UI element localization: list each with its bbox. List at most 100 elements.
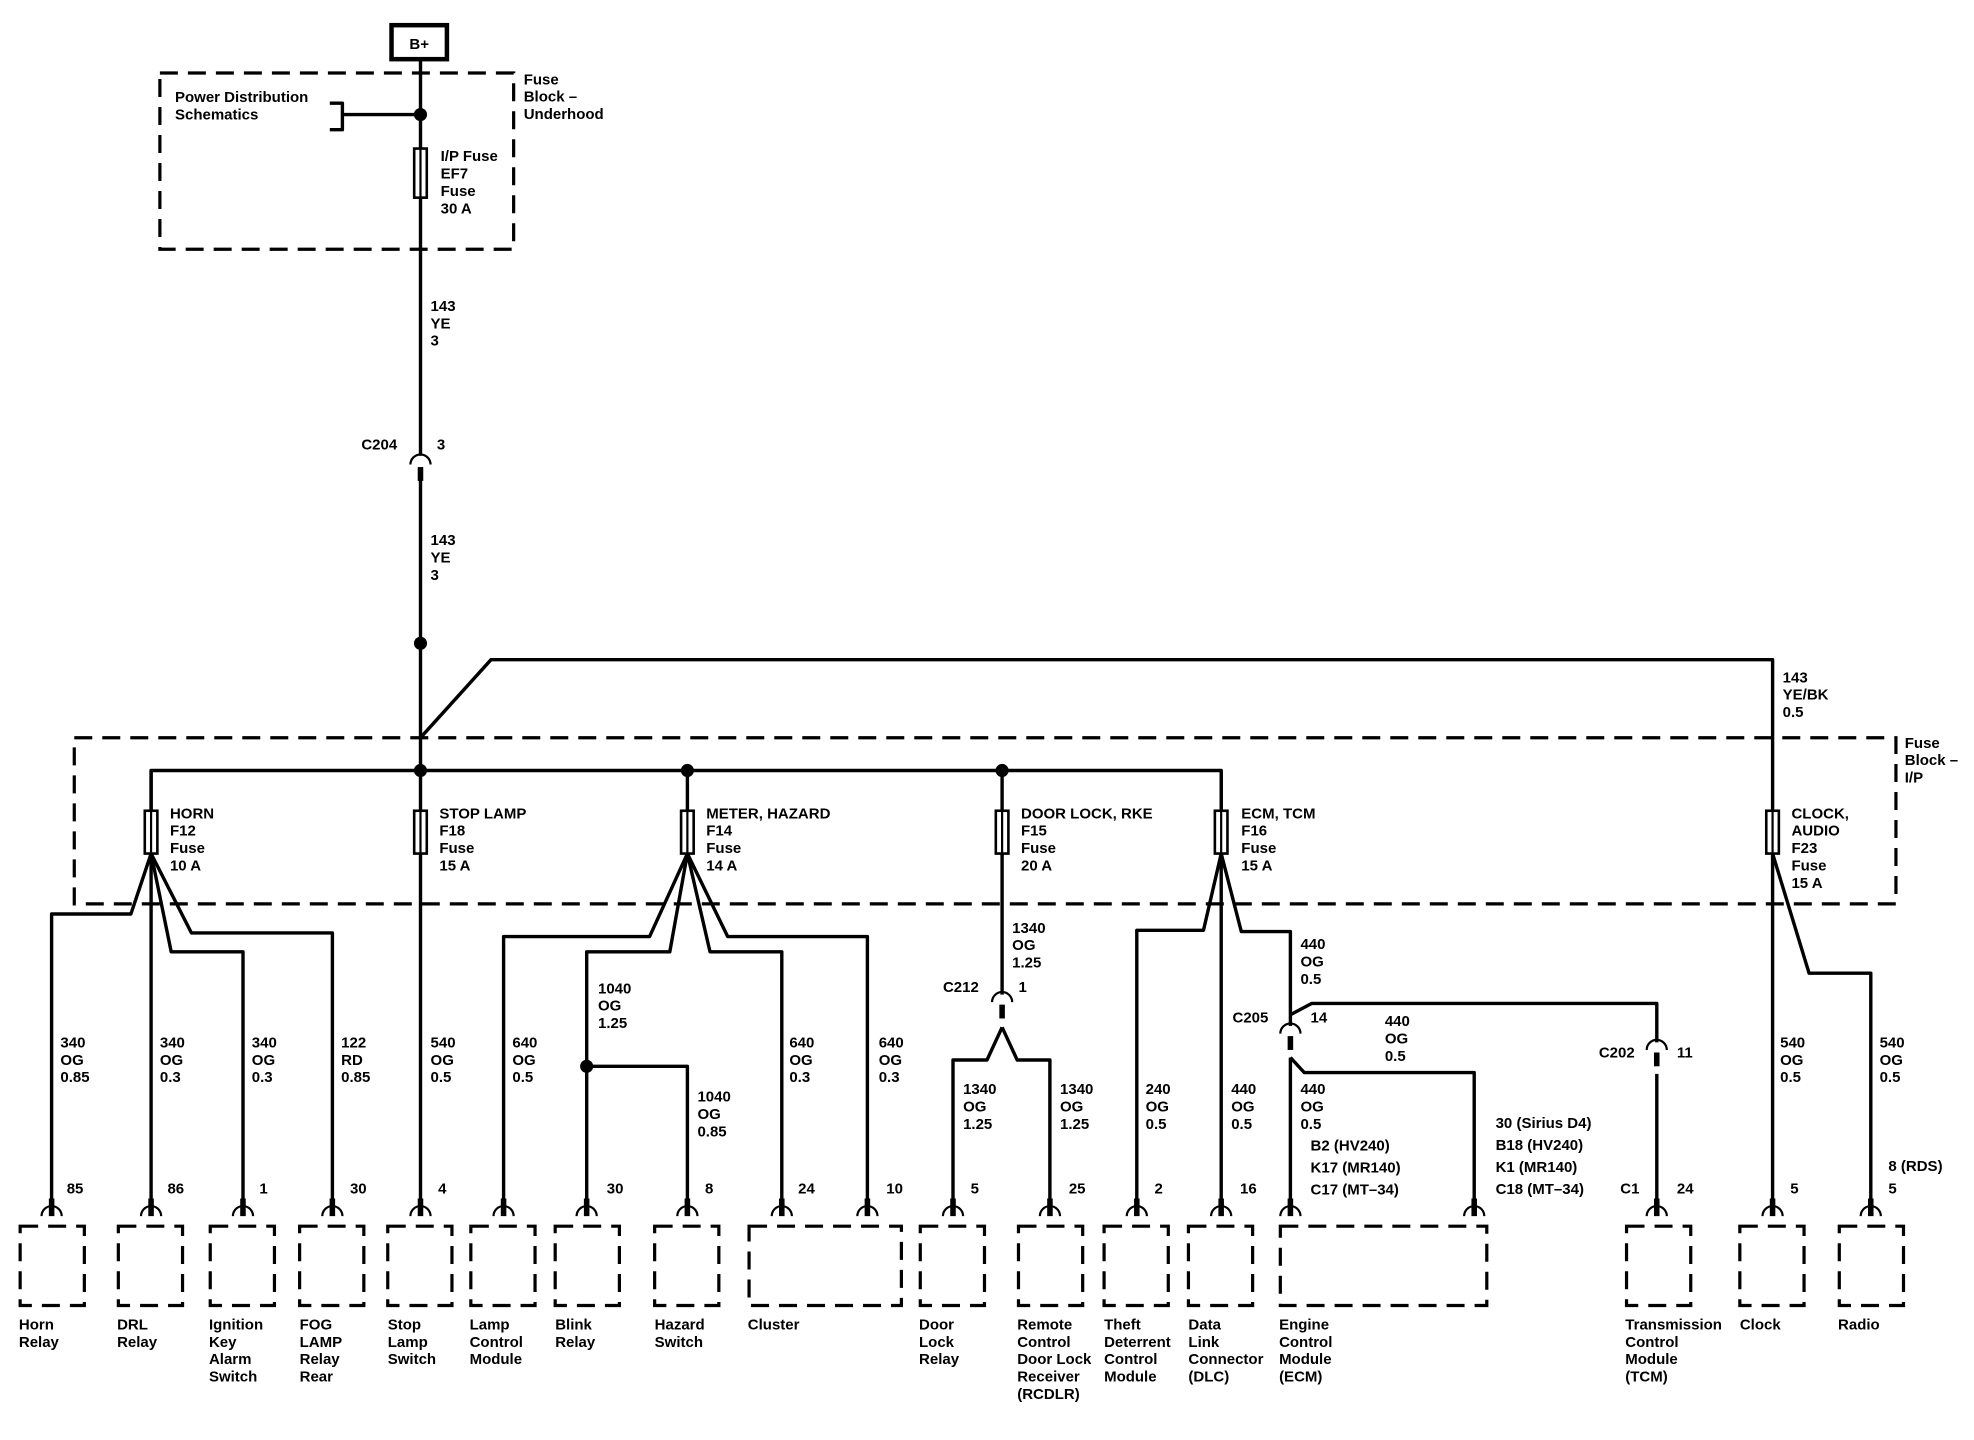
component-label-horn-relay-0: Horn <box>19 1316 54 1333</box>
wire-label-drl-relay-2: 0.3 <box>160 1069 181 1086</box>
wire-label-fog-1: RD <box>341 1052 363 1069</box>
wire-label-lamp-ctrl-2: 0.5 <box>512 1069 533 1086</box>
hazard-switch-box <box>653 1224 721 1308</box>
component-label-lamp-ctrl-2: Module <box>470 1351 522 1368</box>
pin-label-radio: 5 <box>1888 1180 1896 1197</box>
component-label-lamp-ctrl-1: Control <box>470 1334 523 1351</box>
pin-label-clock: 5 <box>1790 1180 1798 1197</box>
connector-c212 <box>990 990 1014 1003</box>
wire-label-lamp-ctrl-0: 640 <box>512 1034 537 1051</box>
component-label-blink-0: Blink <box>555 1316 592 1333</box>
component-label-fog-3: Rear <box>300 1369 334 1386</box>
component-label-fog-2: Relay <box>300 1351 341 1368</box>
component-label-rcdlr-4: (RCDLR) <box>1017 1386 1079 1403</box>
component-label-tcm-2: Module <box>1625 1351 1678 1368</box>
fuse-f14-label-1: F14 <box>706 823 733 840</box>
pin-label-fog: 30 <box>350 1180 367 1197</box>
component-connector-8-pin <box>779 1198 785 1217</box>
wire-label-radio-1: OG <box>1880 1052 1903 1069</box>
clock-feed-wire <box>419 658 1775 811</box>
wire-label-blink-upper-0: 1040 <box>598 980 631 997</box>
component-label-ign-key-1: Key <box>209 1334 237 1351</box>
component-connector-14-pin <box>1287 1198 1294 1217</box>
horn-relay-box <box>18 1224 86 1308</box>
wire-label-rcdlr-0: 1340 <box>1060 1081 1093 1098</box>
fuse-f15-label-0: DOOR LOCK, RKE <box>1021 805 1153 822</box>
fuse-f18-label-0: STOP LAMP <box>439 805 526 822</box>
wire-label-horn-relay-0: 340 <box>60 1034 85 1051</box>
ecm-box <box>1278 1224 1489 1308</box>
component-label-dlc-0: Data <box>1188 1316 1221 1333</box>
fuse-f12-label-1: F12 <box>170 823 196 840</box>
wire-label-blink-upper-1: OG <box>598 998 621 1015</box>
wire-label-stop-lamp-2: 0.5 <box>431 1069 452 1086</box>
drl-relay-box <box>116 1224 185 1308</box>
wire-label-ecm-lower-1: OG <box>1300 1098 1323 1115</box>
component-label-horn-relay-1: Relay <box>19 1334 60 1351</box>
fuse-f18-label-1: F18 <box>439 823 465 840</box>
wire-lamp-control <box>501 852 689 1203</box>
fog-relay-box <box>298 1224 366 1308</box>
wire-label-stop-lamp-0: 540 <box>431 1034 456 1051</box>
fuse-f12-label-0: HORN <box>170 805 214 822</box>
radio-box <box>1837 1224 1906 1308</box>
component-label-drl-relay-0: DRL <box>117 1316 148 1333</box>
wire-label-door-lock-relay-2: 1.25 <box>963 1116 992 1133</box>
component-label-stop-lamp-2: Switch <box>388 1351 436 1368</box>
fuse-f16-label-2: Fuse <box>1241 840 1276 857</box>
connector-c204-pin: 3 <box>437 436 445 453</box>
component-label-fog-0: FOG <box>300 1316 333 1333</box>
bus-splice-door <box>995 763 1009 778</box>
wire-label-drl-relay-1: OG <box>160 1052 183 1069</box>
fuse-f14-label-3: 14 A <box>706 857 737 874</box>
ecm-pins-right-1: B18 (HV240) <box>1496 1137 1584 1154</box>
fuse-f15-label-1: F15 <box>1021 823 1047 840</box>
component-connector-12-pin <box>1134 1198 1140 1217</box>
pin-label-drl-relay: 86 <box>167 1180 184 1197</box>
feed-wire-lower-label-2: 3 <box>431 567 439 584</box>
component-label-ecm-3: (ECM) <box>1279 1369 1322 1386</box>
connector-c202-pin <box>1653 1052 1660 1067</box>
pin-label-blink: 30 <box>607 1180 624 1197</box>
component-connector-13-pin <box>1218 1198 1224 1217</box>
fuse-f18-label-3: 15 A <box>439 857 470 874</box>
door-lock-relay-box <box>918 1224 987 1308</box>
wire-label-horn-relay-1: OG <box>60 1052 83 1069</box>
connector-c205-pin: 14 <box>1311 1009 1328 1026</box>
component-connector-7-pin <box>684 1198 691 1217</box>
ecm-pins-right-2: K1 (MR140) <box>1496 1159 1578 1176</box>
fuse-f14-label-0: METER, HAZARD <box>706 805 830 822</box>
component-label-rcdlr-0: Remote <box>1017 1316 1072 1333</box>
pin-label-tcm-connector: C1 <box>1620 1180 1639 1197</box>
fuse-f23-label-0: CLOCK, <box>1791 805 1849 822</box>
clock-feed-label-0: 143 <box>1783 669 1808 686</box>
fuse-block-ip <box>72 736 1898 906</box>
component-label-stop-lamp-0: Stop <box>388 1316 421 1333</box>
component-label-rcdlr-1: Control <box>1017 1334 1070 1351</box>
connector-c202-name: C202 <box>1599 1045 1635 1062</box>
wire-ecm-sirius <box>1289 1056 1476 1203</box>
feed-splice <box>413 636 428 650</box>
wire-label-ecm-lower-2: 0.5 <box>1300 1116 1321 1133</box>
connector-c212-pin <box>999 1004 1005 1019</box>
component-connector-16-pin <box>1653 1198 1660 1217</box>
wire-label-cluster-b-2: 0.3 <box>879 1069 900 1086</box>
component-label-door-lock-relay-1: Lock <box>919 1334 955 1351</box>
wire-label-rcdlr-1: OG <box>1060 1098 1083 1115</box>
wire-label-dlc-0: 440 <box>1231 1081 1256 1098</box>
main-fuse-label-0: I/P Fuse <box>441 148 498 165</box>
component-connector-9-pin <box>864 1198 871 1217</box>
stop-lamp-box <box>386 1224 454 1308</box>
wire-label-lamp-ctrl-1: OG <box>512 1052 535 1069</box>
wire-label-horn-relay-2: 0.85 <box>60 1069 89 1086</box>
feed-wire-lower-label-0: 143 <box>431 532 456 549</box>
connector-c205-name: C205 <box>1232 1009 1268 1026</box>
wire-label-tcm-branch-1: OG <box>1385 1030 1408 1047</box>
wire-label-rcdlr-2: 1.25 <box>1060 1116 1089 1133</box>
wire-label-radio-0: 540 <box>1880 1034 1905 1051</box>
component-connector-6-pin <box>583 1198 590 1217</box>
component-connector-0-pin <box>48 1198 55 1217</box>
lamp-control-box <box>469 1224 537 1308</box>
battery-source-label: B+ <box>409 36 429 53</box>
power-distribution-label-1: Schematics <box>175 106 258 123</box>
